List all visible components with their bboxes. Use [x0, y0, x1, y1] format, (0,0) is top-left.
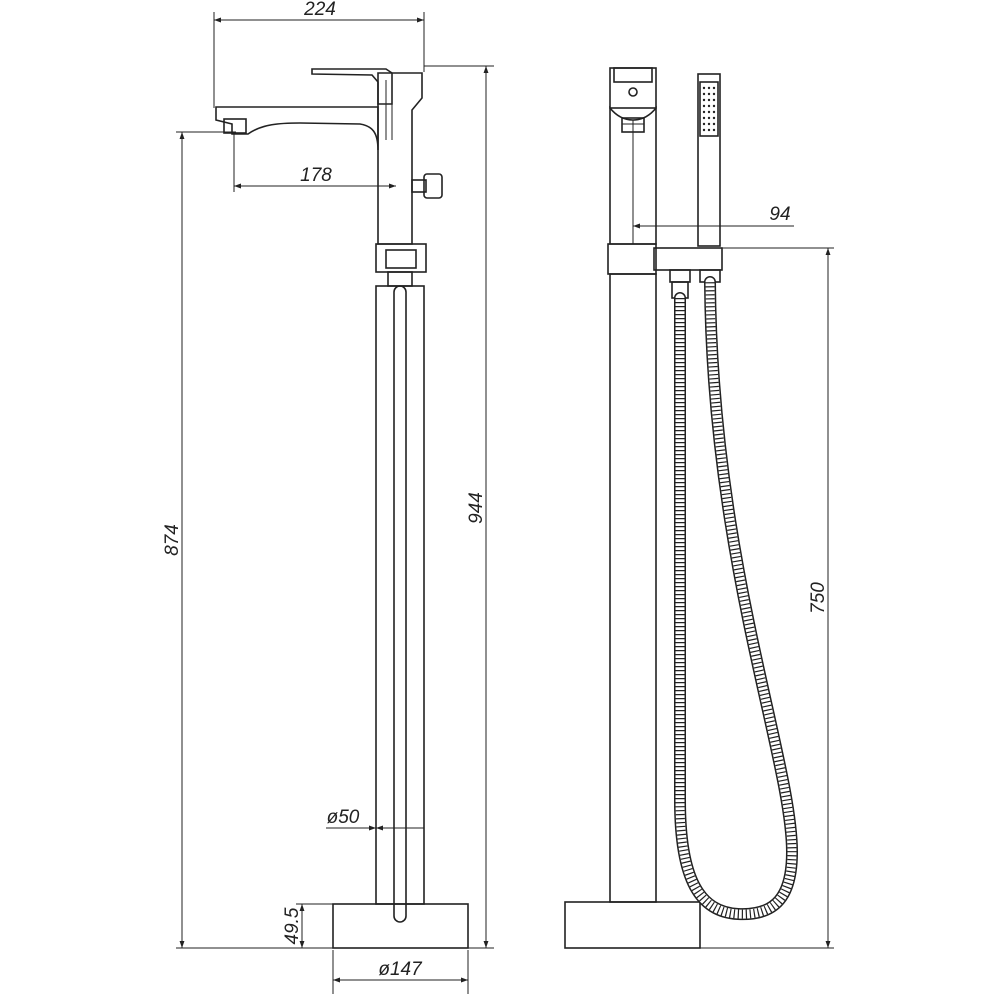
dim-holder-height: 750	[808, 582, 829, 614]
base-front	[564, 901, 701, 949]
dim-total-height: 944	[466, 492, 487, 524]
dim-spout-offset: 178	[300, 165, 332, 186]
dim-spout-height: 874	[162, 524, 183, 556]
shower-hose-texture	[675, 281, 797, 919]
spout-aerator	[223, 118, 247, 134]
front-view	[564, 67, 799, 949]
dim-base-diameter: ø147	[378, 959, 423, 980]
base	[332, 903, 469, 949]
spray-nozzles	[702, 86, 716, 132]
shower-hose-outline	[674, 276, 799, 921]
dim-base-height: 49.5	[282, 907, 303, 944]
dim-holder-offset: 94	[769, 204, 790, 225]
body-upper	[377, 72, 423, 245]
diverter-stem	[411, 179, 427, 193]
hand-shower	[697, 73, 721, 247]
shower-head-spray	[699, 81, 719, 137]
column-front	[609, 273, 657, 903]
diverter-knob	[423, 173, 443, 199]
column	[375, 285, 425, 905]
lever-handle	[311, 68, 393, 105]
spout-body	[215, 106, 379, 151]
side-view	[215, 68, 469, 949]
dimension-lines	[176, 12, 834, 994]
inner-hose	[393, 285, 407, 923]
dim-spout-reach: 224	[303, 0, 336, 20]
dimension-labels: 224 178 874 944 ø50 49.5 ø147 94 750	[162, 0, 829, 980]
holder-bracket	[653, 247, 723, 271]
dim-body-diameter: ø50	[327, 807, 360, 828]
